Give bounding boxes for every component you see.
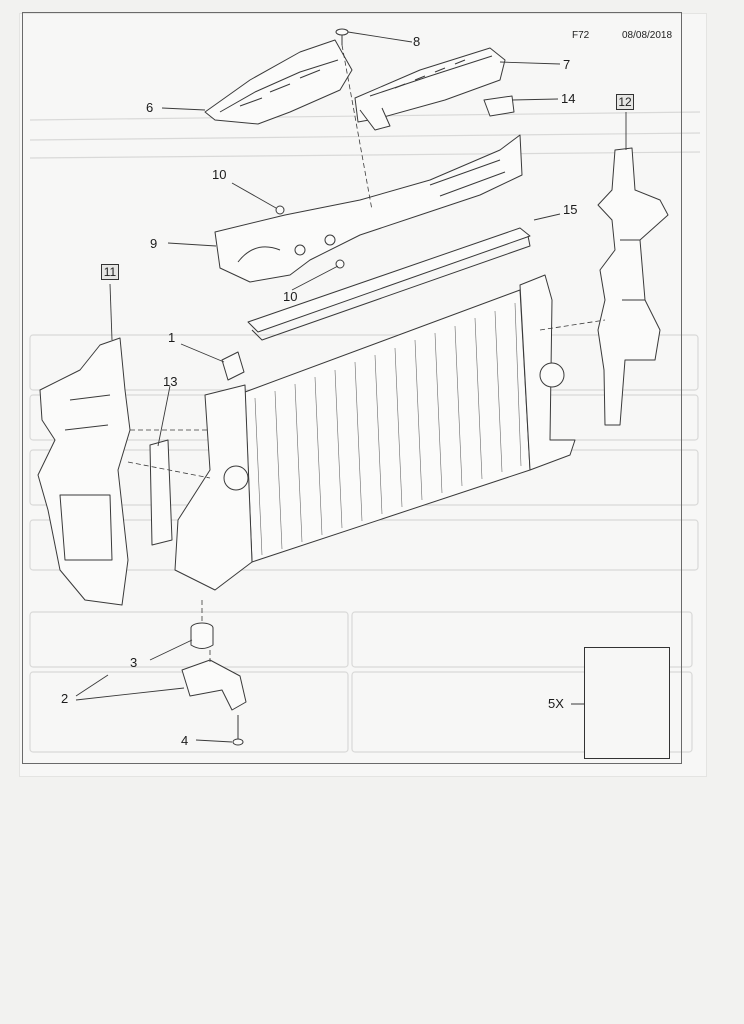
callout-1: 1 xyxy=(168,330,176,345)
part-13-side-seal xyxy=(149,439,173,546)
callout-9: 9 xyxy=(150,236,158,251)
hardware-kit-box xyxy=(584,647,670,759)
callout-4: 4 xyxy=(181,733,189,748)
callout-13: 13 xyxy=(163,374,178,389)
part-9-lower-carrier xyxy=(214,134,523,283)
callout-10-lower: 10 xyxy=(283,289,298,304)
drawing-frame xyxy=(22,12,682,764)
part-15-seal-strip xyxy=(247,227,531,341)
part-1-bushing xyxy=(221,351,245,381)
part-4-bolt xyxy=(232,715,244,746)
callout-10-upper: 10 xyxy=(212,167,227,182)
callout-14: 14 xyxy=(561,91,576,106)
part-10-screws xyxy=(275,205,345,269)
part-7-upper-deflector-right xyxy=(354,47,506,131)
kit-quantity: 5X xyxy=(548,696,564,711)
part-14-bracket xyxy=(483,95,515,117)
sheet-date: 08/08/2018 xyxy=(622,30,673,41)
radiator-core xyxy=(174,274,576,591)
callout-8: 8 xyxy=(413,34,421,49)
part-11-left-air-guide xyxy=(37,337,131,606)
callout-6: 6 xyxy=(146,100,154,115)
callout-15: 15 xyxy=(563,202,578,217)
part-3-lower-bushing xyxy=(190,622,214,649)
callout-11-boxed: 11 xyxy=(101,264,119,280)
callout-2: 2 xyxy=(61,691,69,706)
callout-12-boxed: 12 xyxy=(616,94,634,110)
part-12-right-air-guide xyxy=(597,147,669,426)
part-8-pin xyxy=(335,28,349,45)
callout-3: 3 xyxy=(130,655,138,670)
part-2-lower-bracket xyxy=(181,659,247,711)
sheet-code: F72 xyxy=(572,30,590,41)
part-6-upper-deflector-left xyxy=(204,39,353,125)
callout-7: 7 xyxy=(563,57,571,72)
